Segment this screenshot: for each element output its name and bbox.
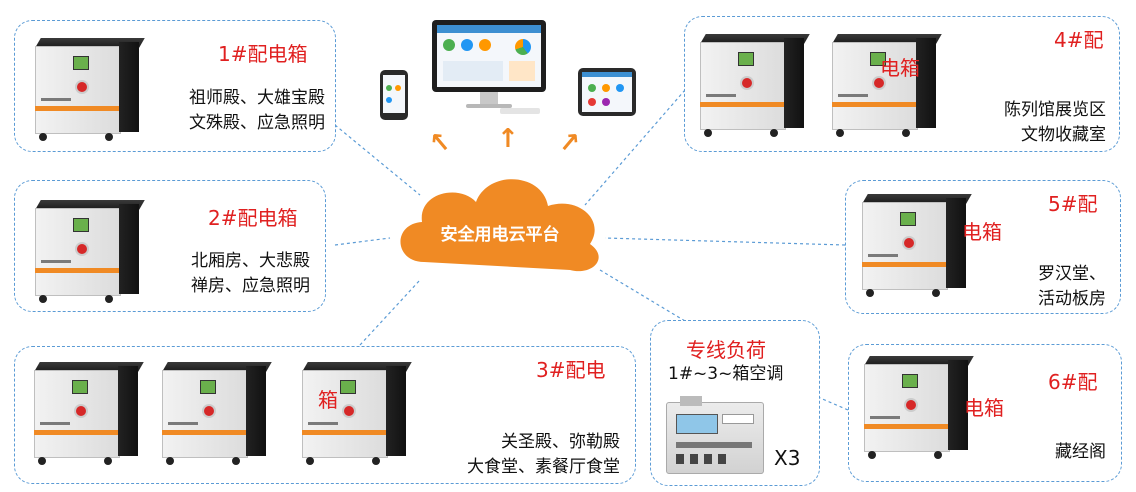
box2-line-2: 禅房、应急照明 — [191, 276, 310, 296]
arrow-up-icon: ↑ — [497, 124, 519, 154]
box3-title-b: 箱 — [318, 388, 338, 412]
box4-title-b: 电箱 — [880, 56, 920, 80]
box4-line-2: 文物收藏室 — [1021, 125, 1106, 145]
box1-title: 1#配电箱 — [218, 42, 308, 66]
cabinet-1 — [35, 38, 145, 142]
keyboard — [500, 108, 540, 114]
box5-title-a: 5#配 — [1048, 192, 1098, 216]
box2-title: 2#配电箱 — [208, 206, 298, 230]
box5-line-2: 活动板房 — [1038, 289, 1106, 309]
box3-line-1: 关圣殿、弥勒殿 — [501, 432, 620, 452]
box6-title-a: 6#配 — [1048, 370, 1098, 394]
box5-line-1: 罗汉堂、 — [1038, 264, 1106, 284]
link-box4 — [584, 89, 686, 206]
cabinet-3b — [162, 362, 272, 466]
box3-line-2: 大食堂、素餐厅食堂 — [467, 457, 620, 477]
cloud-label: 安全用电云平台 — [440, 225, 560, 245]
cabinet-5 — [862, 194, 972, 298]
box6-title-b: 电箱 — [964, 396, 1004, 420]
special-subtitle: 1#~3~箱空调 — [668, 364, 784, 384]
cabinet-3c — [302, 362, 412, 466]
box2-line-1: 北厢房、大悲殿 — [191, 251, 310, 271]
tablet-device — [578, 68, 636, 116]
box6-line-1: 藏经阁 — [1055, 442, 1106, 462]
cabinet-6 — [864, 356, 974, 460]
cabinet-2 — [35, 200, 145, 304]
cabinet-3a — [34, 362, 144, 466]
link-box1 — [334, 124, 421, 196]
box4-title-a: 4#配 — [1054, 28, 1104, 52]
cabinet-4b — [832, 34, 942, 138]
box4-line-1: 陈列馆展览区 — [1004, 100, 1106, 120]
box3-title-a: 3#配电 — [536, 358, 606, 382]
link-box5 — [604, 237, 846, 246]
box5-title-b: 电箱 — [962, 220, 1002, 244]
special-count: X3 — [774, 446, 801, 470]
power-meter — [666, 396, 764, 476]
box1-line-1: 祖师殿、大雄宝殿 — [189, 88, 325, 108]
cabinet-4a — [700, 34, 810, 138]
special-title: 专线负荷 — [686, 338, 766, 362]
link-box2 — [334, 237, 391, 246]
desktop-monitor — [432, 20, 548, 112]
phone-device — [380, 70, 408, 120]
cloud-platform — [400, 179, 599, 272]
box1-line-2: 文殊殿、应急照明 — [189, 113, 325, 133]
link-box3 — [359, 279, 421, 346]
